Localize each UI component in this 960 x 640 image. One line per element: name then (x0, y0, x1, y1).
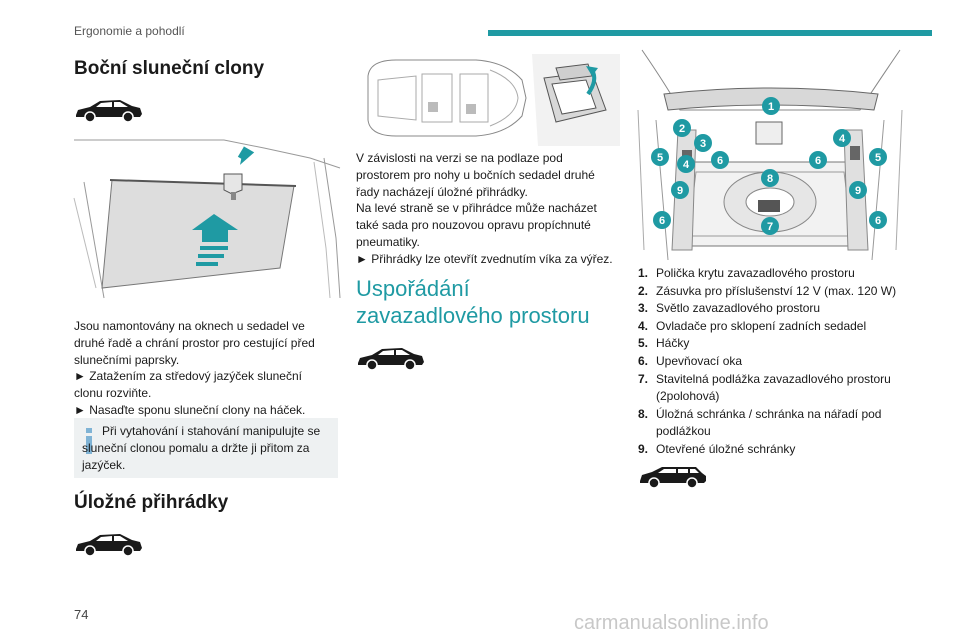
svg-text:6: 6 (815, 155, 821, 167)
text-line: ► Přihrádky lze otevřít zvednutím víka z… (356, 251, 613, 266)
callout-group: 1 2 3 4 4 5 5 6 6 6 6 7 8 9 9 (651, 97, 887, 235)
callout-2: 2 (673, 119, 691, 137)
list-item: 4.Ovladače pro sklopení zadních sedadel (638, 318, 867, 333)
callout-6-c: 6 (653, 211, 671, 229)
heading-sunblinds: Boční sluneční clony (74, 58, 265, 79)
svg-text:2: 2 (679, 123, 685, 135)
list-item: 3.Světlo zavazadlového prostoru (638, 301, 821, 316)
svg-text:8: 8 (767, 173, 773, 185)
sunblinds-paragraph: Jsou namontovány na oknech u sedadel ve … (74, 318, 338, 419)
callout-8: 8 (761, 169, 779, 187)
text-line: řady nacházejí úložné přihrádky. (356, 184, 528, 199)
suv-car-icon (76, 534, 142, 557)
svg-text:3: 3 (700, 138, 706, 150)
svg-text:9: 9 (855, 185, 861, 197)
list-item: 8.Úložná schránka / schránka na nářadí p… (638, 406, 882, 421)
heading-storage: Úložné přihrádky (74, 492, 229, 513)
callout-5-right: 5 (869, 148, 887, 166)
callout-1: 1 (762, 97, 780, 115)
suv-car-icon (76, 100, 142, 123)
text-line: Jsou namontovány na oknech u sedadel ve (74, 319, 305, 333)
text-line: V závislosti na verzi se na podlaze pod (356, 151, 563, 165)
text-line: prostorem pro nohy u bočních sedadel dru… (356, 167, 595, 182)
list-item: 2.Zásuvka pro příslušenství 12 V (max. 1… (638, 283, 897, 298)
floor-storage-illustration (367, 54, 620, 146)
callout-6-d: 6 (869, 211, 887, 229)
list-item: podlážkou (656, 424, 711, 439)
text-line: ► Nasaďte sponu sluneční clony na háček. (74, 402, 306, 417)
info-icon (86, 428, 92, 454)
text-line: také sada pro nouzovou opravu propíchnut… (356, 218, 591, 233)
info-box: Při vytahování i stahování manipulujte s… (74, 418, 338, 478)
callout-5-left: 5 (651, 148, 669, 166)
svg-text:6: 6 (659, 215, 665, 227)
callout-4-left: 4 (677, 155, 695, 173)
list-item: 9.Otevřené úložné schránky (638, 441, 796, 456)
boot-legend-list: 1.Polička krytu zavazadlového prostoru 2… (638, 265, 918, 459)
callout-6-a: 6 (711, 151, 729, 169)
callout-label: 1 (768, 101, 774, 113)
estate-car-icon (640, 467, 706, 489)
svg-text:5: 5 (875, 152, 881, 164)
sunblind-illustration (73, 138, 341, 299)
header-accent-bar (488, 30, 932, 36)
svg-text:6: 6 (875, 215, 881, 227)
svg-text:4: 4 (839, 133, 846, 145)
callout-9-left: 9 (671, 181, 689, 199)
callout-3: 3 (694, 134, 712, 152)
boot-layout-illustration: 1 2 3 4 4 5 5 6 6 6 6 7 8 9 9 (637, 49, 903, 261)
heading-line: Uspořádání (356, 276, 470, 301)
svg-text:4: 4 (683, 159, 690, 171)
list-item: 1.Polička krytu zavazadlového prostoru (638, 266, 855, 280)
svg-text:9: 9 (677, 185, 683, 197)
text-line: druhé řadě a chrání prostor pro cestujíc… (74, 335, 315, 350)
page-number: 74 (74, 607, 89, 622)
list-item: (2polohová) (656, 389, 720, 404)
heading-boot-layout: Uspořádání zavazadlového prostoru (356, 275, 626, 329)
watermark: carmanualsonline.info (574, 612, 769, 634)
svg-text:5: 5 (657, 152, 663, 164)
text-line: ► Zatažením za středový jazýček sluneční (74, 369, 302, 384)
text-line: clonu rozviňte. (74, 386, 152, 401)
svg-text:7: 7 (767, 221, 773, 233)
callout-4-right: 4 (833, 129, 851, 147)
callout-7: 7 (761, 217, 779, 235)
text-line: pneumatiky. (356, 234, 420, 249)
svg-text:6: 6 (717, 155, 723, 167)
callout-6-b: 6 (809, 151, 827, 169)
section-label: Ergonomie a pohodlí (74, 24, 185, 38)
callout-9-right: 9 (849, 181, 867, 199)
info-text: Při vytahování i stahování manipulujte s… (82, 424, 321, 472)
list-item: 7.Stavitelná podlážka zavazadlového pros… (638, 371, 891, 386)
text-line: slunečními paprsky. (74, 352, 180, 367)
suv-car-icon (358, 348, 424, 371)
list-item: 5.Háčky (638, 336, 690, 351)
list-item: 6.Upevňovací oka (638, 353, 743, 368)
text-line: Na levé straně se v přihrádce může nachá… (356, 201, 597, 216)
heading-line: zavazadlového prostoru (356, 303, 590, 328)
storage-paragraph: V závislosti na verzi se na podlaze pod … (356, 150, 626, 268)
